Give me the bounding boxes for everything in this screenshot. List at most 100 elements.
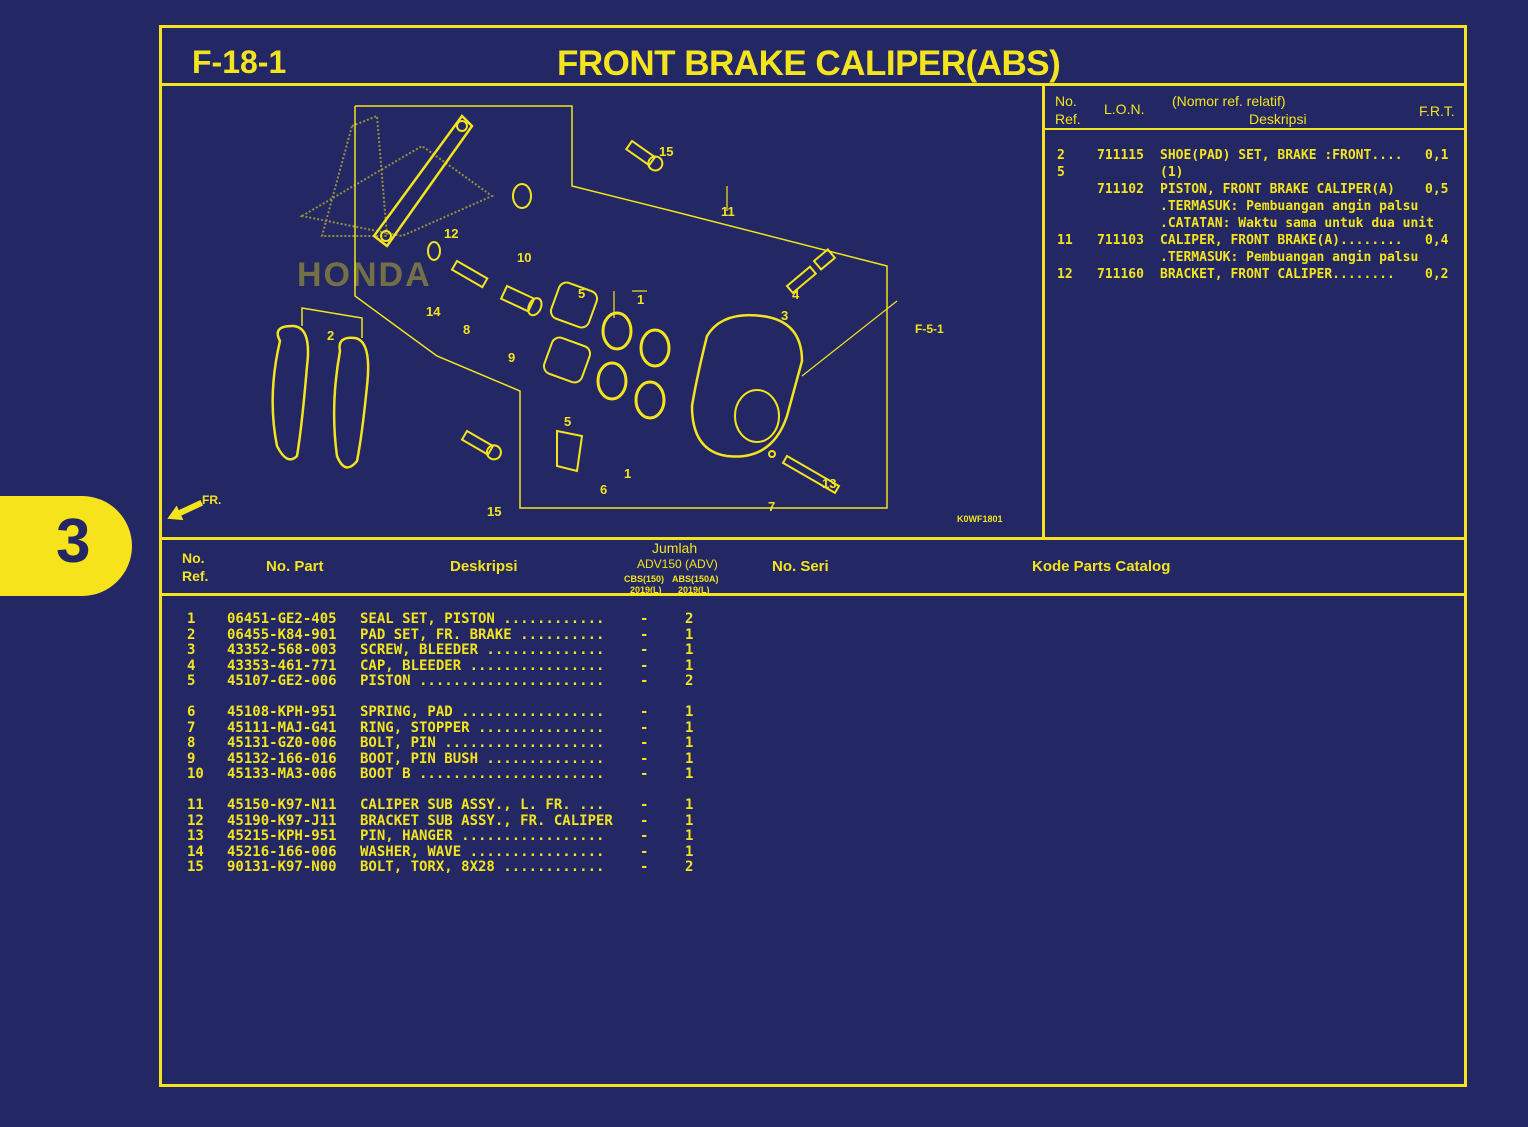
legend-desc: .TERMASUK: Pembuangan angin palsu	[1160, 250, 1419, 265]
part-ref: 3	[187, 642, 196, 659]
qty-cbs: -	[640, 797, 649, 813]
part-number: 45108-KPH-951	[227, 704, 337, 720]
part-description: BOLT, PIN ...................	[360, 735, 605, 752]
qty-abs: 1	[685, 828, 694, 845]
qty-abs: 1	[685, 626, 694, 643]
page-title: FRONT BRAKE CALIPER(ABS)	[557, 44, 1061, 83]
callout-label: 1	[637, 292, 644, 307]
divider	[162, 83, 1464, 86]
front-label: FR.	[202, 493, 221, 507]
legend-col-lon: L.O.N.	[1104, 101, 1145, 117]
callout-label: 2	[327, 328, 334, 343]
part-number: 45216-166-006	[227, 843, 337, 860]
legend-col-frt: F.R.T.	[1419, 103, 1455, 119]
part-number: 45133-MA3-006	[227, 766, 337, 783]
legend-frt: 0,2	[1425, 267, 1449, 282]
part-description: BOOT B ......................	[360, 766, 605, 783]
qty-abs: 1	[685, 704, 694, 720]
qty-cbs: -	[640, 750, 649, 767]
part-ref: 1	[187, 611, 196, 627]
part-ref: 12	[187, 812, 204, 829]
callout-label: 5	[564, 414, 571, 429]
legend-ref: 11	[1057, 233, 1073, 248]
qty-cbs: -	[640, 704, 649, 720]
part-description: WASHER, WAVE ................	[360, 843, 605, 860]
qty-abs: 2	[685, 859, 694, 876]
callout-label: 3	[781, 308, 788, 323]
qty-abs: 2	[685, 673, 694, 690]
callout-label: 9	[508, 350, 515, 365]
qty-cbs: -	[640, 657, 649, 674]
part-description: BOOT, PIN BUSH ..............	[360, 750, 605, 767]
table-col-ref: Ref.	[182, 568, 209, 584]
callout-label: F-5-1	[915, 322, 944, 336]
legend-lon: 711103	[1097, 233, 1144, 248]
part-number: 43353-461-771	[227, 657, 337, 674]
part-ref: 15	[187, 859, 204, 876]
legend-desc: CALIPER, FRONT BRAKE(A)........	[1160, 233, 1403, 248]
part-number: 06455-K84-901	[227, 626, 337, 643]
legend-col-no: No.	[1055, 93, 1077, 109]
callout-label: 13	[822, 476, 836, 491]
qty-abs: 1	[685, 642, 694, 659]
part-number: 45190-K97-J11	[227, 812, 337, 829]
part-number: 45150-K97-N11	[227, 797, 337, 813]
part-number: 45132-166-016	[227, 750, 337, 767]
qty-abs: 1	[685, 797, 694, 813]
callout-label: 14	[426, 304, 441, 319]
qty-cbs: -	[640, 626, 649, 643]
legend-col-rel: (Nomor ref. relatif)	[1172, 93, 1286, 109]
part-ref: 8	[187, 735, 196, 752]
part-ref: 2	[187, 626, 196, 643]
qty-cbs: -	[640, 642, 649, 659]
callout-label: 12	[444, 226, 458, 241]
table-col-part: No. Part	[266, 558, 324, 575]
legend-desc: BRACKET, FRONT CALIPER........	[1160, 267, 1395, 282]
part-description: CALIPER SUB ASSY., L. FR. ...	[360, 797, 605, 813]
part-ref: 5	[187, 673, 196, 690]
honda-logo: HONDA	[297, 114, 495, 294]
table-col-cbs-year: 2019(L)	[630, 585, 662, 595]
part-number: 45107-GE2-006	[227, 673, 337, 690]
legend-lon: 711102	[1097, 182, 1144, 197]
exploded-diagram: HONDA	[167, 105, 1003, 524]
legend-ref: 12	[1057, 267, 1073, 282]
figure-code: F-18-1	[192, 44, 287, 80]
qty-abs: 1	[685, 843, 694, 860]
qty-cbs: -	[640, 673, 649, 690]
callout-label: 1	[624, 466, 631, 481]
part-ref: 6	[187, 704, 196, 720]
part-ref: 13	[187, 828, 204, 845]
table-col-serial: No. Seri	[772, 558, 829, 575]
legend-lon: 711160	[1097, 267, 1144, 282]
qty-cbs: -	[640, 812, 649, 829]
qty-cbs: -	[640, 611, 649, 627]
qty-abs: 1	[685, 812, 694, 829]
section-tab-number: 3	[56, 507, 91, 576]
qty-cbs: -	[640, 719, 649, 736]
part-description: BOLT, TORX, 8X28 ............	[360, 859, 605, 876]
legend-desc: (1)	[1160, 165, 1184, 180]
qty-cbs: -	[640, 735, 649, 752]
part-description: SCREW, BLEEDER ..............	[360, 642, 605, 659]
section-tab[interactable]: 3	[0, 496, 132, 596]
honda-logo-text: HONDA	[297, 256, 432, 294]
table-col-model: ADV150 (ADV)	[637, 557, 718, 571]
table-col-abs-year: 2019(L)	[678, 585, 710, 595]
qty-abs: 2	[685, 611, 694, 627]
table-col-catalog: Kode Parts Catalog	[1032, 558, 1171, 575]
callout-label: 7	[768, 499, 775, 514]
part-description: SEAL SET, PISTON ............	[360, 611, 605, 627]
part-number: 45111-MAJ-G41	[227, 719, 337, 736]
qty-abs: 1	[685, 657, 694, 674]
callout-label: 8	[463, 322, 470, 337]
divider	[1042, 85, 1045, 537]
callout-label: 5	[578, 286, 585, 301]
table-col-jumlah: Jumlah	[652, 540, 698, 556]
part-ref: 14	[187, 843, 204, 860]
legend-desc: PISTON, FRONT BRAKE CALIPER(A)	[1160, 182, 1395, 197]
image-code: K0WF1801	[957, 514, 1003, 524]
qty-abs: 1	[685, 719, 694, 736]
part-number: 45131-GZ0-006	[227, 735, 337, 752]
